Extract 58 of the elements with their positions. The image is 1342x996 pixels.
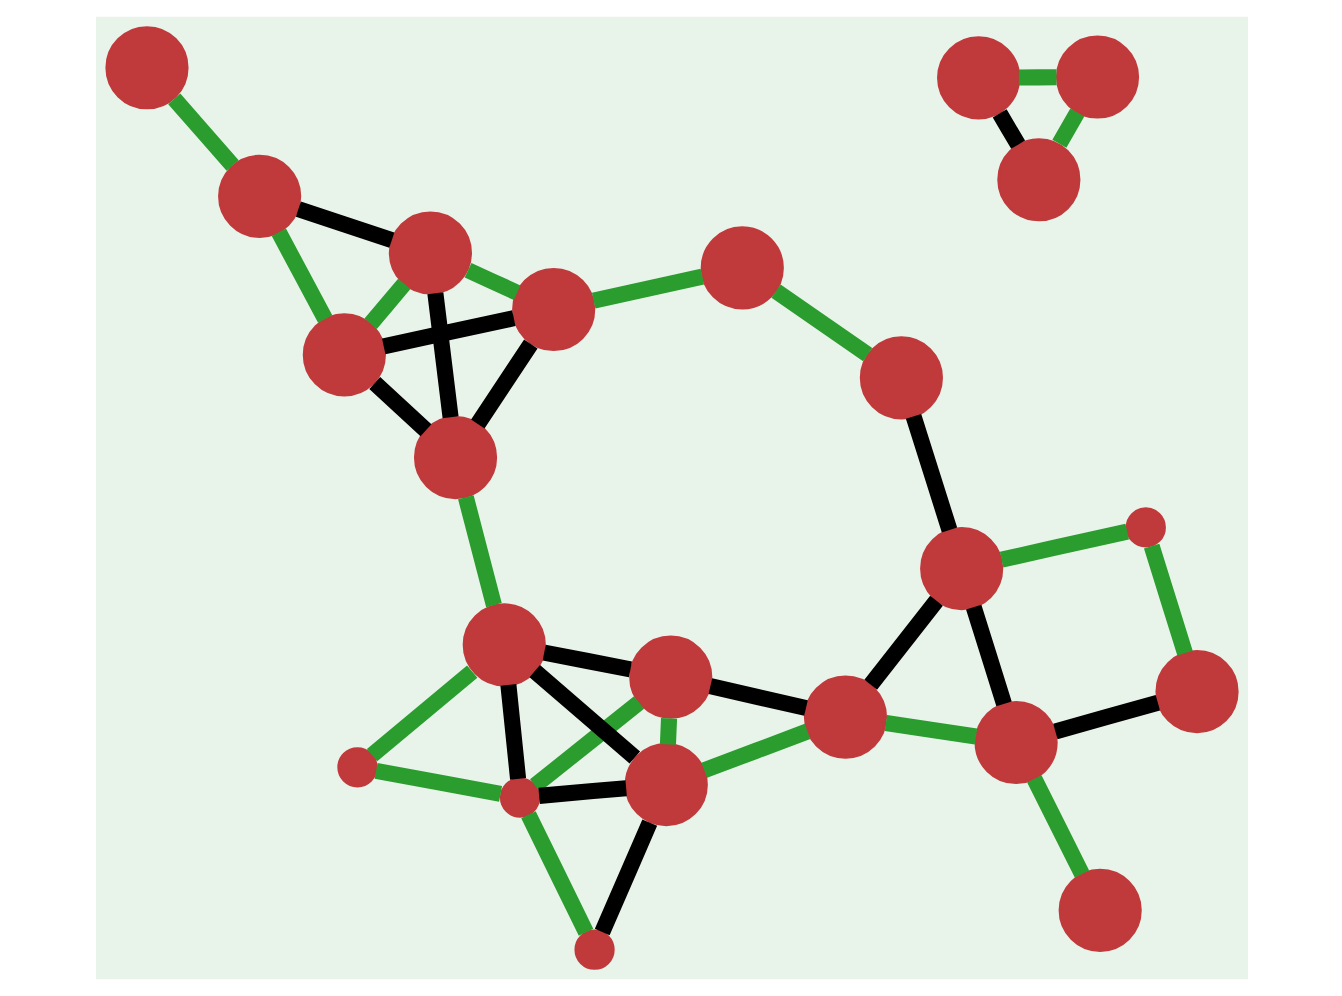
connector bbox=[463, 262, 520, 301]
connector bbox=[707, 678, 807, 716]
node-circle bbox=[1124, 507, 1165, 548]
connector bbox=[368, 377, 431, 437]
node-circle bbox=[1057, 868, 1141, 952]
connector bbox=[700, 723, 810, 778]
connector bbox=[1051, 108, 1084, 148]
connector bbox=[590, 268, 704, 309]
connector bbox=[904, 413, 957, 533]
node-circle bbox=[412, 416, 497, 500]
connector bbox=[991, 109, 1025, 149]
node-circle bbox=[858, 336, 942, 420]
connector bbox=[457, 495, 501, 608]
node-circle bbox=[623, 743, 707, 827]
connector bbox=[294, 201, 394, 248]
connector bbox=[270, 228, 332, 323]
connector bbox=[529, 696, 644, 792]
node-circle bbox=[387, 211, 471, 295]
connector bbox=[528, 665, 640, 764]
node-circle bbox=[498, 777, 540, 818]
connector bbox=[365, 665, 477, 762]
connector bbox=[1017, 69, 1056, 86]
node-circle bbox=[336, 747, 377, 788]
connector bbox=[470, 339, 537, 429]
connector bbox=[593, 819, 657, 936]
node-circle bbox=[802, 675, 887, 759]
node-circle bbox=[699, 226, 783, 310]
connector bbox=[499, 684, 526, 780]
connector bbox=[1142, 543, 1192, 656]
connector bbox=[863, 595, 942, 690]
node-circle bbox=[628, 635, 712, 719]
connector bbox=[537, 780, 626, 804]
connector bbox=[381, 310, 515, 355]
connector bbox=[658, 718, 677, 745]
connector bbox=[1026, 775, 1089, 878]
connector bbox=[965, 604, 1011, 707]
connector bbox=[426, 292, 458, 419]
node-circle bbox=[1054, 35, 1139, 119]
connector bbox=[541, 644, 631, 678]
connector bbox=[1052, 694, 1160, 740]
connector bbox=[373, 762, 502, 802]
node-circle bbox=[511, 267, 595, 352]
node-circle bbox=[919, 526, 1003, 611]
node-circle bbox=[996, 138, 1080, 222]
connector bbox=[167, 93, 238, 171]
connector bbox=[883, 715, 977, 745]
connector bbox=[520, 811, 593, 936]
connector bbox=[998, 523, 1128, 568]
node-circle bbox=[301, 313, 385, 397]
node-circle bbox=[573, 929, 614, 970]
connector bbox=[770, 284, 872, 362]
node-circle bbox=[973, 700, 1057, 785]
node-circle bbox=[104, 26, 188, 110]
node-circle bbox=[936, 36, 1020, 120]
node-circle bbox=[461, 603, 545, 687]
node-circle bbox=[217, 154, 301, 238]
connector bbox=[363, 278, 410, 329]
node-circle bbox=[1154, 650, 1238, 734]
